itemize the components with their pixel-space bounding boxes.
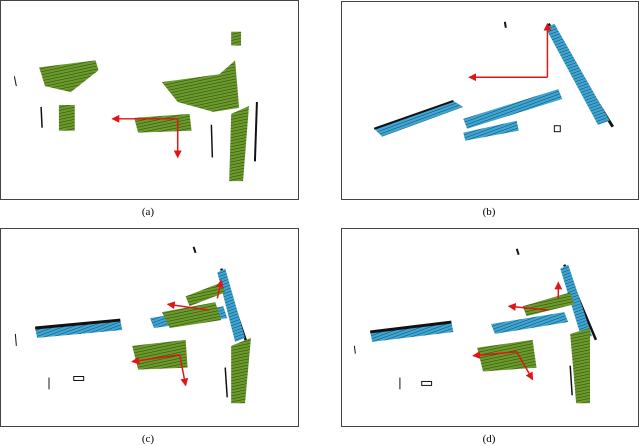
black-scan-segment [13, 76, 17, 87]
blue-scan-cluster [370, 322, 454, 342]
axis-arrow-x [507, 302, 549, 311]
black-scan-segment [40, 106, 43, 128]
green-scan-cluster [134, 113, 192, 133]
caption-b: (b) [482, 206, 496, 218]
black-scan-segment [373, 100, 454, 130]
point-cloud-b [373, 21, 615, 141]
green-scan-cluster [522, 292, 575, 317]
point-cloud-a [13, 31, 258, 182]
axis-arrow-x [472, 351, 517, 360]
axis-arrow-y [178, 354, 189, 387]
blue-scan-cluster [463, 89, 563, 129]
black-scan-segment [35, 318, 121, 330]
green-scan-cluster [570, 327, 590, 404]
caption-a: (a) [141, 206, 155, 218]
axis-arrow-y [215, 279, 224, 299]
black-scan-segment [253, 101, 258, 162]
caption-d: (d) [482, 433, 496, 445]
black-scan-segment [553, 125, 561, 133]
black-scan-segment [73, 376, 85, 381]
blue-scan-cluster [560, 264, 592, 340]
green-scan-cluster [132, 339, 188, 370]
axis-arrow-x [131, 353, 180, 365]
blue-scan-cluster [545, 23, 610, 125]
axis-arrow-y [516, 351, 534, 381]
blue-scan-cluster [374, 100, 464, 137]
black-scan-segment [370, 320, 452, 334]
caption-c: (c) [141, 433, 155, 445]
black-scan-segment [515, 248, 520, 256]
blue-scan-cluster [463, 120, 519, 141]
green-scan-cluster [229, 105, 249, 182]
panel-c-merged-scan-map [0, 228, 299, 427]
black-scan-segment [569, 365, 573, 396]
green-scan-cluster [39, 60, 99, 93]
green-scan-cluster [231, 337, 251, 404]
green-scan-cluster [477, 339, 537, 372]
black-scan-segment [14, 333, 17, 346]
blue-scan-cluster [217, 268, 246, 342]
point-cloud-d [353, 248, 598, 404]
green-scan-cluster [231, 31, 242, 46]
black-scan-segment [421, 380, 433, 386]
black-scan-segment [353, 345, 356, 354]
black-scan-segment [210, 124, 214, 158]
green-scan-cluster [185, 282, 226, 307]
panel-b-blue-scan-map [341, 1, 639, 200]
black-scan-segment [503, 21, 507, 28]
blue-scan-cluster [490, 312, 569, 334]
panel-a-green-scan-map [0, 0, 299, 200]
black-scan-segment [192, 246, 197, 254]
green-scan-cluster [161, 60, 240, 112]
black-scan-segment [224, 367, 228, 398]
green-scan-cluster [58, 104, 75, 131]
blue-scan-cluster [35, 320, 123, 338]
panel-d-merged-scan-map [341, 228, 639, 427]
axis-arrow-x [166, 301, 210, 311]
green-scan-cluster [161, 302, 222, 328]
point-cloud-c [14, 246, 251, 404]
